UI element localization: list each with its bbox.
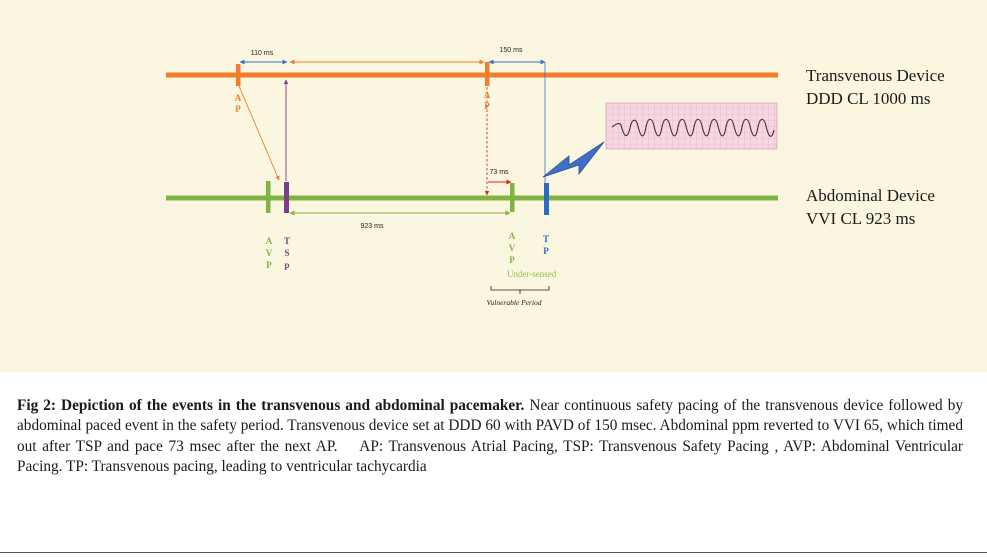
tp-label-t: T [543,234,549,244]
avp1-label-p: P [266,260,272,270]
vulnerable-period-brace [490,286,550,294]
interval-110-label: 110 ms [251,50,274,57]
ap2-marker [485,62,490,86]
interval-73-label: 73 ms [489,169,509,176]
interval-923-label: 923 ms [361,223,384,230]
ap1-marker [236,64,241,86]
avp2-label-a: A [509,231,516,241]
lightning-bolt-icon [542,141,605,178]
avp1-label-a: A [266,236,273,246]
figure-caption: Fig 2: Depiction of the events in the tr… [17,396,963,477]
ap2-label-p: P [484,101,490,111]
avp2-label-p: P [509,255,515,265]
tsp-label-p: p [284,260,289,270]
tsp-marker [284,182,289,213]
tp-marker [544,183,549,215]
tp-label-p: P [543,246,549,256]
ap1-conduction-arrow [238,85,280,181]
under-sensed-label: Under-sensed [507,269,557,279]
avp1-marker [266,181,271,213]
transvenous-device-name: Transvenous Device [806,66,945,85]
transvenous-device-mode: DDD CL 1000 ms [806,89,931,108]
abdominal-device-name: Abdominal Device [806,186,935,205]
ap1-label-p: P [235,104,241,114]
caption-body: Near continuous safety pacing of the tra… [17,397,967,475]
caption-title: Fig 2: Depiction of the events in the tr… [17,397,525,414]
tsp-label-s: S [284,248,289,258]
vulnerable-period-label: Vulnerable Period [486,298,541,307]
bottom-divider [0,552,987,553]
avp2-marker [510,183,515,212]
avp2-label-v: V [509,243,516,253]
interval-150-label: 150 ms [500,47,523,54]
ap1-label-a: A [235,93,242,103]
ap2-label-a: A [484,90,491,100]
abdominal-device-mode: VVI CL 923 ms [806,209,915,228]
tsp-label-t: T [284,236,290,246]
ventricular-tachycardia-ecg-strip [605,102,778,150]
figure-panel: 110 ms 150 ms 73 ms 923 ms A P A P A V P… [0,0,987,372]
timing-diagram: 110 ms 150 ms 73 ms 923 ms A P A P A V P… [166,47,945,307]
avp1-label-v: V [266,248,273,258]
